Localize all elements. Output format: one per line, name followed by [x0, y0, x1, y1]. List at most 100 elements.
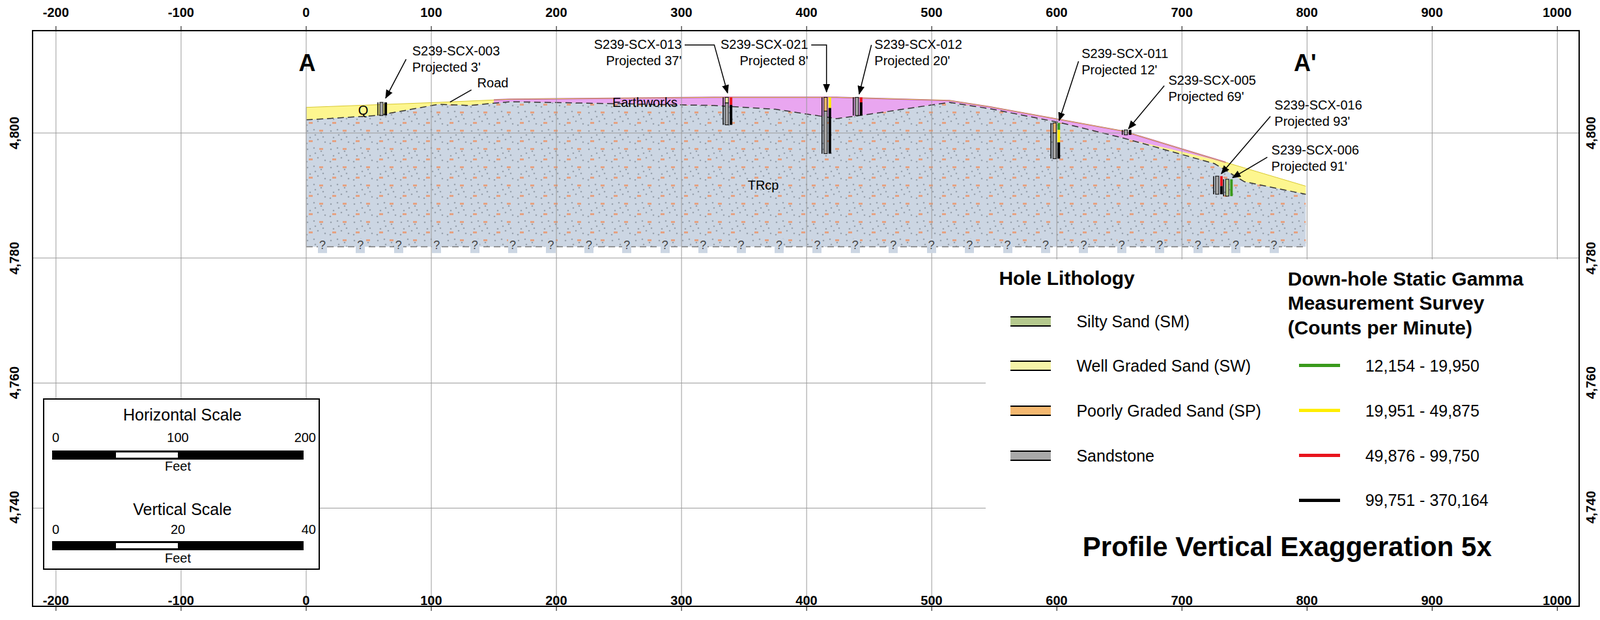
leader-arrow: [1221, 116, 1271, 174]
query-mark: ?: [888, 239, 898, 254]
query-mark: ?: [1269, 239, 1279, 254]
grid-line: [32, 257, 1580, 258]
label-text: 800: [1295, 4, 1318, 21]
label-text: 200: [545, 592, 567, 608]
borehole-label: S239-SCX-012 Projected 20': [874, 36, 979, 70]
scale-bar-gap: [115, 542, 178, 548]
query-mark: ?: [1003, 239, 1013, 254]
borehole-label: S239-SCX-021 Projected 8': [704, 36, 809, 70]
query-mark: ?: [1193, 239, 1203, 254]
legend-text: 99,751 - 370,164: [1365, 489, 1489, 510]
query-mark: ?: [1117, 239, 1127, 254]
label-text: 1000: [1542, 4, 1572, 21]
label-text: 400: [795, 592, 817, 608]
grid-line: [556, 30, 558, 606]
query-mark: ?: [812, 239, 822, 254]
borehole-label: S239-SCX-005 Projected 69': [1168, 72, 1273, 105]
legend-text: Poorly Graded Sand (SP): [1076, 400, 1261, 421]
gamma-log: [1220, 175, 1223, 186]
label-text: 4,740: [1583, 490, 1599, 524]
label-text: 4,780: [1583, 241, 1599, 275]
borehole-lithology: [1052, 132, 1057, 159]
borehole-casing: [1213, 175, 1215, 195]
label-text: Profile Vertical Exaggeration 5x: [1082, 530, 1492, 563]
leader-arrow: [811, 44, 827, 92]
tick-mark: [180, 26, 182, 31]
query-mark: ?: [1078, 239, 1088, 254]
query-mark: ?: [508, 239, 518, 254]
label-text: -100: [168, 592, 195, 608]
label-text: 1000: [1542, 592, 1572, 608]
label-text: A: [298, 49, 316, 78]
scale-text: Feet: [164, 457, 191, 474]
label-text: 4,800: [1583, 116, 1599, 150]
leader-line: [450, 89, 472, 103]
label-text: 4,780: [6, 241, 23, 275]
scale-text: Vertical Scale: [132, 499, 232, 519]
grid-line: [806, 30, 808, 606]
contact-line: [306, 101, 1306, 195]
grid-line: [32, 132, 1580, 134]
label-text: 100: [420, 592, 442, 608]
query-mark: ?: [1231, 239, 1241, 254]
scale-text: 200: [294, 429, 316, 445]
borehole-lithology: [1052, 123, 1057, 133]
query-mark: ?: [545, 239, 556, 254]
tick-mark: [681, 26, 683, 31]
label-text: 200: [545, 4, 567, 21]
tick-mark: [306, 26, 307, 31]
gamma-log: [828, 97, 832, 108]
query-mark: ?: [927, 239, 937, 254]
tick-mark: [1306, 26, 1308, 31]
grid-line: [681, 30, 683, 606]
label-text: 400: [795, 4, 817, 21]
label-text: -200: [42, 4, 70, 21]
scale-text: Feet: [164, 549, 191, 566]
borehole-lithology: [1124, 129, 1128, 135]
query-mark: ?: [850, 239, 860, 254]
grid-line: [931, 30, 933, 606]
leader-arrow: [1059, 61, 1079, 121]
borehole-label: S239-SCX-003 Projected 3': [412, 42, 517, 76]
query-mark: ?: [584, 239, 594, 254]
borehole-lithology: [725, 97, 729, 103]
borehole-casing: [1121, 129, 1124, 135]
scale-text: 0: [52, 521, 60, 537]
legend-text: 19,951 - 49,875: [1365, 400, 1480, 421]
borehole-casing: [722, 97, 724, 125]
label-text: Road: [477, 74, 509, 91]
label-text: A': [1293, 49, 1317, 78]
tick-mark: [1056, 26, 1058, 31]
grid-line: [431, 30, 432, 606]
label-text: -100: [168, 4, 195, 21]
lithology-swatch: [1010, 405, 1052, 416]
gamma-log: [729, 104, 733, 126]
gamma-swatch: [1299, 363, 1341, 367]
label-text: 900: [1420, 4, 1443, 21]
tick-mark: [931, 26, 933, 31]
label-text: 0: [302, 4, 310, 21]
query-mark: ?: [317, 239, 328, 254]
boreholes: [377, 97, 1233, 197]
gamma-log: [859, 97, 863, 103]
scale-text: 40: [301, 521, 316, 537]
gamma-log: [729, 97, 733, 105]
query-mark: ?: [698, 239, 708, 254]
trcp-unit: [306, 101, 1306, 247]
scale-bar: [52, 450, 304, 460]
frame: [32, 30, 1580, 606]
query-mark: ?: [1041, 239, 1051, 254]
borehole-casing: [821, 97, 823, 154]
borehole-label: S239-SCX-006 Projected 91': [1271, 142, 1376, 175]
borehole-casing: [852, 97, 855, 116]
label-text: 600: [1045, 4, 1068, 21]
scale-bars: [44, 399, 321, 570]
borehole-lithology: [824, 110, 828, 154]
scale-box: Horizontal Scale0100200FeetVertical Scal…: [42, 398, 320, 570]
label-text: 4,800: [6, 116, 23, 150]
label-text: Q: [358, 102, 369, 118]
gamma-log: [1220, 186, 1223, 195]
query-mark: ?: [736, 239, 746, 254]
legend-text: 49,876 - 99,750: [1365, 445, 1480, 466]
